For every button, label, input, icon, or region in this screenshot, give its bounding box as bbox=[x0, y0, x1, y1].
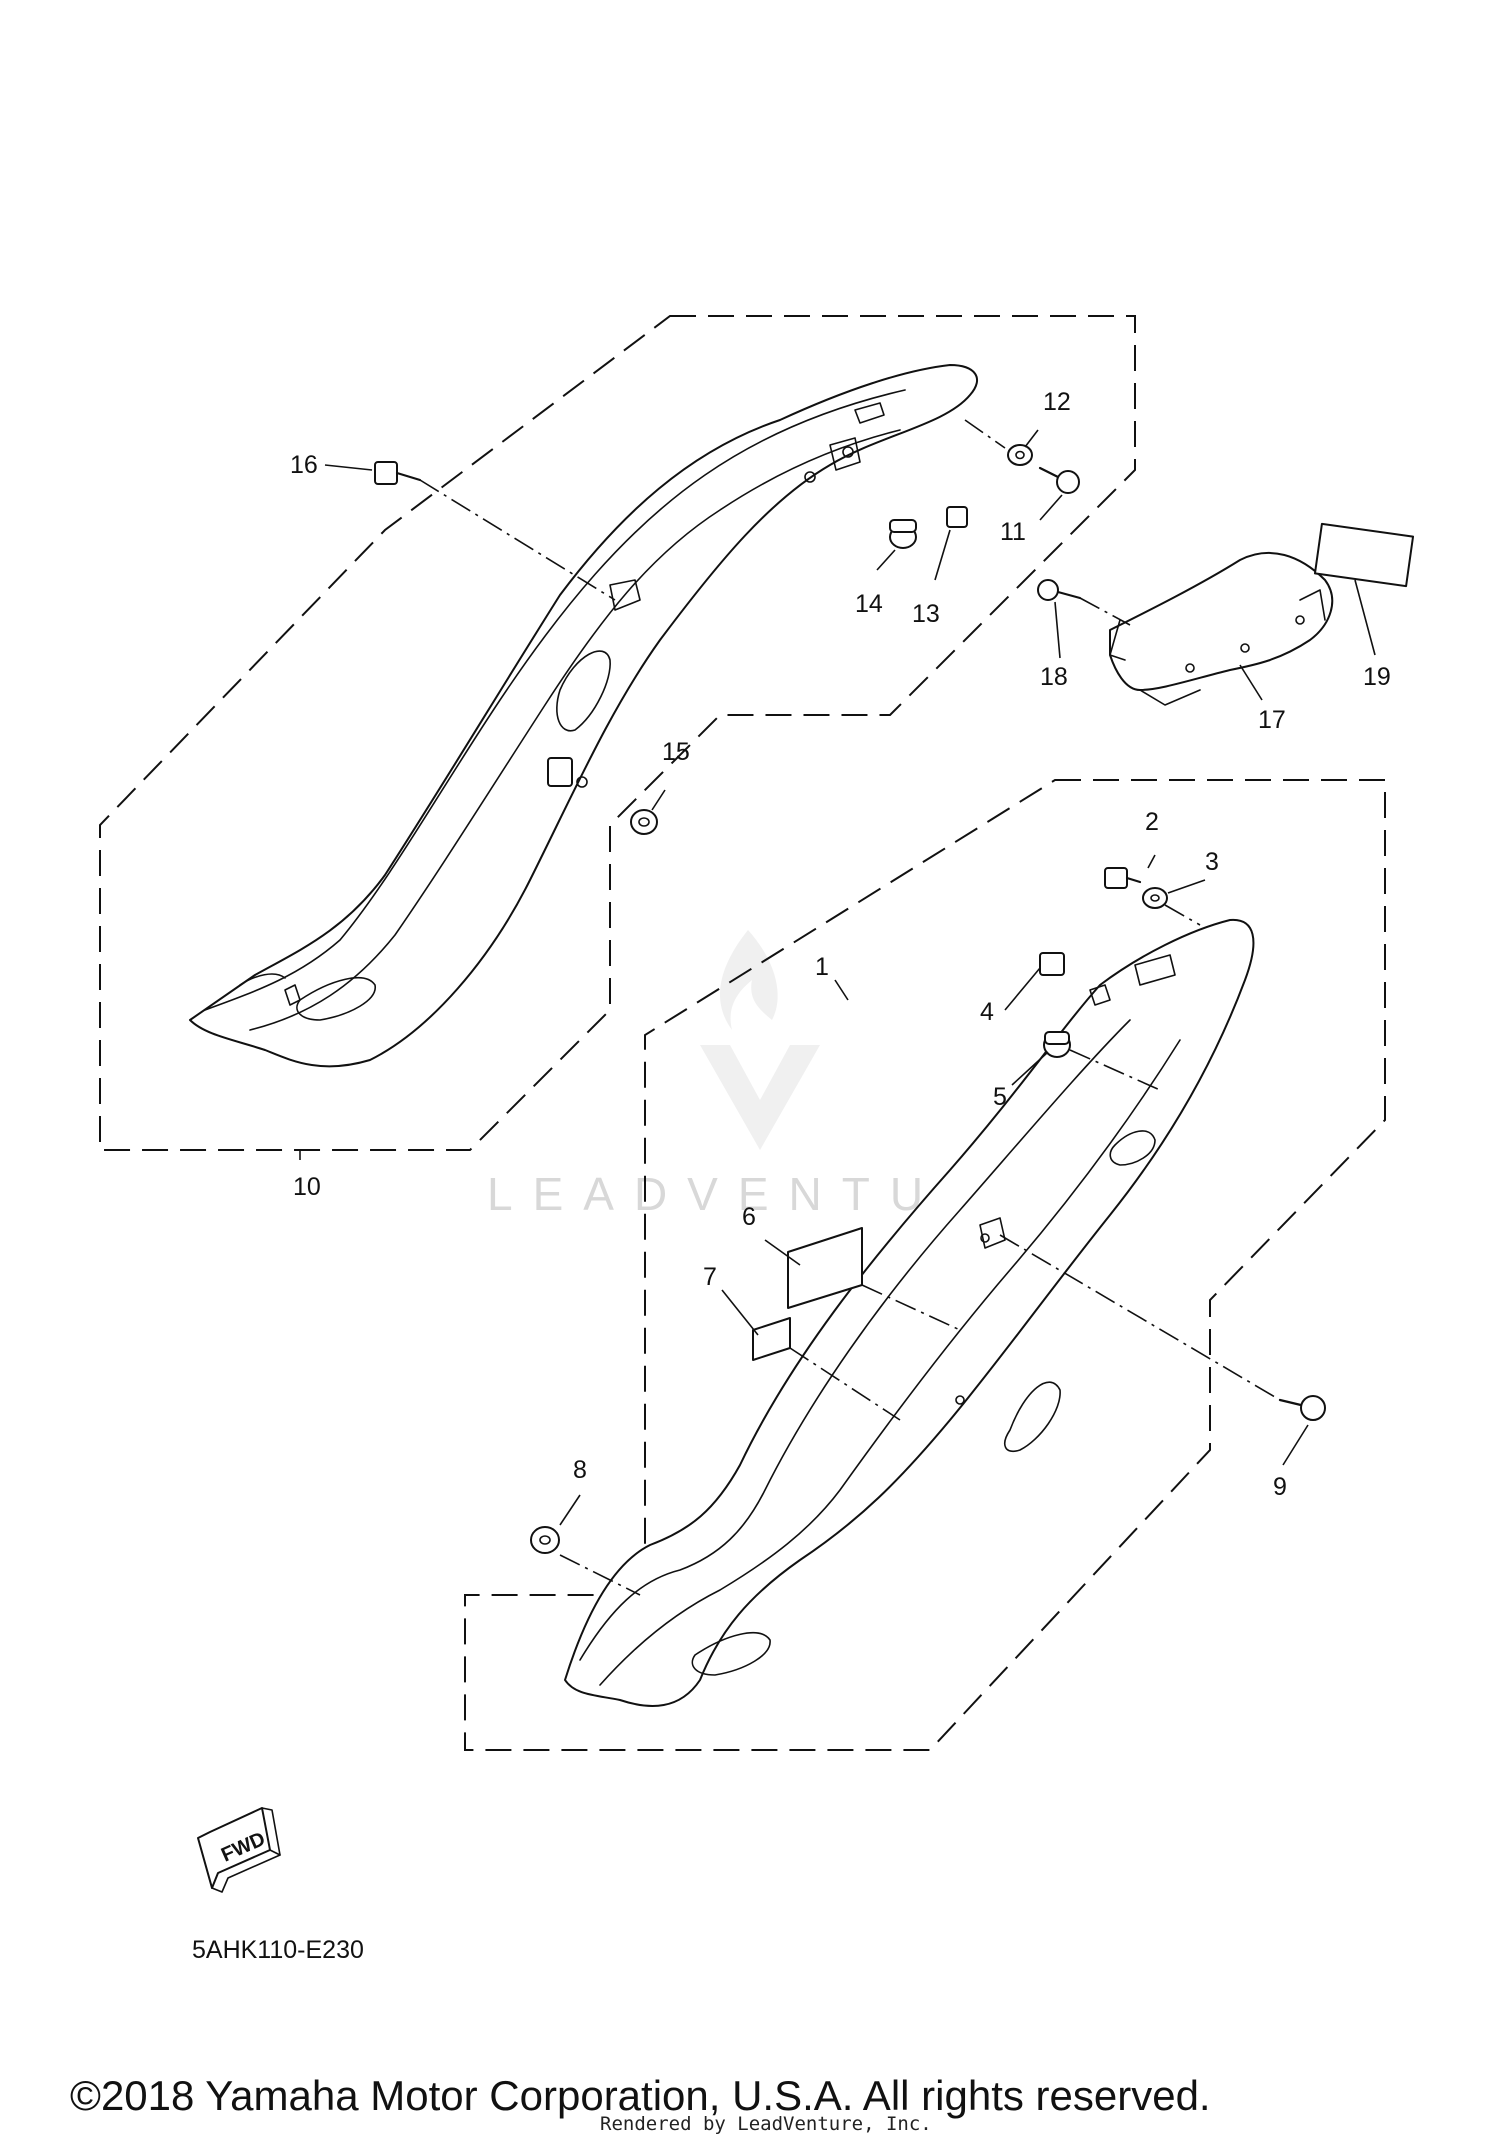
bolt-2-icon bbox=[1104, 867, 1142, 889]
callout-2: 2 bbox=[1145, 808, 1159, 836]
callout-13: 13 bbox=[912, 600, 940, 628]
callout-labels: 1 2 3 4 5 6 7 8 9 10 11 12 13 14 15 16 1… bbox=[290, 388, 1391, 1501]
diagram-code: 5AHK110-E230 bbox=[192, 1936, 364, 1964]
rendered-by-notice: Rendered by LeadVenture, Inc. bbox=[600, 2113, 932, 2135]
screw-9-icon bbox=[1278, 1395, 1326, 1421]
clip-icon bbox=[547, 757, 588, 788]
tail-cover-part bbox=[1109, 552, 1334, 706]
fastener-parts bbox=[374, 444, 1326, 1554]
callout-10: 10 bbox=[293, 1173, 321, 1201]
washer-12-icon bbox=[1007, 444, 1033, 466]
callout-3: 3 bbox=[1205, 848, 1219, 876]
callout-16: 16 bbox=[290, 451, 318, 479]
callout-8: 8 bbox=[573, 1456, 587, 1484]
damper-8-icon bbox=[530, 1526, 560, 1554]
assembly-outline-lower bbox=[464, 779, 1386, 1751]
flame-logo-icon bbox=[700, 930, 820, 1150]
grommet-5-icon bbox=[1043, 1031, 1071, 1058]
callout-1: 1 bbox=[815, 953, 829, 981]
assembly-centerlines bbox=[419, 419, 1281, 1596]
callout-4: 4 bbox=[980, 998, 994, 1026]
callout-9: 9 bbox=[1273, 1473, 1287, 1501]
forward-arrow-icon: FWD bbox=[197, 1807, 281, 1893]
callout-7: 7 bbox=[703, 1263, 717, 1291]
washer-3-icon bbox=[1142, 887, 1168, 909]
callout-14: 14 bbox=[855, 590, 883, 618]
right-side-cover-part bbox=[564, 918, 1255, 1707]
callout-19: 19 bbox=[1363, 663, 1391, 691]
callout-17: 17 bbox=[1258, 706, 1286, 734]
assembly-outline-upper bbox=[99, 315, 1136, 1151]
callout-18: 18 bbox=[1040, 663, 1068, 691]
screw-11-icon bbox=[1038, 466, 1080, 494]
bolt-16-icon bbox=[374, 461, 422, 485]
callout-11: 11 bbox=[1000, 518, 1026, 546]
grommet-14-icon bbox=[889, 519, 917, 549]
emblem-label-part bbox=[1313, 522, 1415, 588]
callout-6: 6 bbox=[742, 1203, 756, 1231]
callout-5: 5 bbox=[993, 1083, 1007, 1111]
nut-4-icon bbox=[1039, 952, 1065, 976]
leader-lines bbox=[299, 429, 1376, 1526]
copyright-notice: ©2018 Yamaha Motor Corporation, U.S.A. A… bbox=[70, 2072, 1211, 2119]
damper-15-icon bbox=[630, 809, 658, 835]
nut-13-icon bbox=[946, 506, 968, 528]
bolt-18-icon bbox=[1037, 579, 1082, 601]
callout-12: 12 bbox=[1043, 388, 1071, 416]
callout-15: 15 bbox=[662, 738, 690, 766]
left-side-cover-part bbox=[189, 364, 979, 1068]
